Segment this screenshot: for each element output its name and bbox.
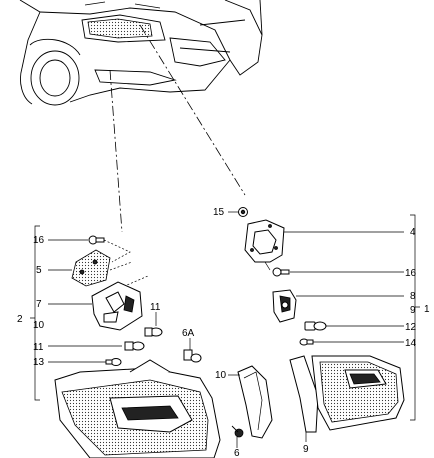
car-rear-illustration [19, 0, 263, 106]
group-bracket-2 [30, 225, 40, 401]
part-11-bulb-left [124, 341, 145, 351]
part-13-bulb [105, 358, 122, 366]
part-16-screw-right [272, 267, 290, 277]
leader-line-left-lamp [109, 69, 123, 233]
callout-14: 14 [405, 338, 417, 349]
part-2-tail-lamp-outer [54, 359, 221, 458]
callout-13: 13 [33, 357, 45, 368]
callout-7: 7 [36, 299, 42, 310]
part-11-bulb-top [144, 327, 163, 337]
part-8-bulb-holder [272, 289, 297, 323]
part-6-screw [231, 425, 244, 438]
callout-9-bottom: 9 [303, 444, 309, 455]
part-6A-socket [183, 349, 202, 363]
part-14-bulb [299, 338, 314, 346]
part-15-nut [228, 207, 248, 217]
part-9-seal-strip [289, 355, 319, 433]
callout-4: 4 [410, 227, 416, 238]
callout-11-top: 11 [150, 302, 161, 313]
callout-1: 1 [424, 304, 430, 315]
callout-10-left: 10 [33, 320, 45, 331]
callout-5: 5 [36, 265, 42, 276]
callout-11-left: 11 [33, 342, 44, 353]
part-1-tail-lamp-inner [311, 355, 405, 431]
callout-8: 8 [410, 291, 416, 302]
callout-6: 6 [234, 448, 240, 458]
part-12-bulb [304, 321, 327, 331]
callout-16-right: 16 [405, 268, 417, 279]
callout-15: 15 [213, 207, 225, 218]
part-16-screw-left [88, 235, 105, 245]
part-5-gasket [71, 249, 111, 287]
group-bracket-1 [410, 214, 420, 421]
callout-16-left: 16 [33, 235, 45, 246]
callout-10-bottom: 10 [215, 370, 227, 381]
leader-line-right-lamp [139, 24, 246, 196]
callout-6A: 6A [182, 328, 195, 339]
callout-12: 12 [405, 322, 417, 333]
callout-9-right: 9 [410, 305, 416, 316]
part-7-bulb-holder [91, 281, 143, 331]
part-10-gasket-strip [237, 365, 273, 439]
callout-2: 2 [17, 314, 23, 325]
part-4-gasket [244, 219, 285, 263]
